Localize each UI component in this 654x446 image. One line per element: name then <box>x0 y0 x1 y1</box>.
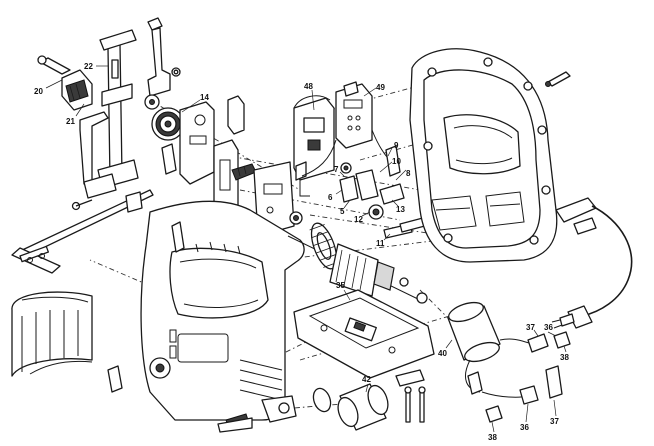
callout-48: 48 <box>304 82 313 91</box>
power-cord <box>551 205 633 329</box>
callout-40: 40 <box>438 349 447 358</box>
armature-rotor <box>287 222 428 304</box>
motor-capacitor <box>447 301 541 398</box>
housing-left-half <box>107 200 305 433</box>
callout-37-upper: 37 <box>526 323 535 332</box>
callout-11: 11 <box>376 239 385 248</box>
callout-36-lower: 36 <box>520 423 529 432</box>
callout-7: 7 <box>334 165 339 174</box>
callout-36-upper: 36 <box>544 323 553 332</box>
base-plate <box>293 289 435 379</box>
brush-holder-and-switch <box>293 81 397 197</box>
callout-21: 21 <box>66 117 75 126</box>
callout-labels: 20 21 22 14 48 49 9 10 7 8 6 5 12 13 11 … <box>34 62 569 442</box>
wire-terminals <box>485 331 571 423</box>
callout-13: 13 <box>396 205 405 214</box>
callout-20: 20 <box>34 87 43 96</box>
callout-38-upper: 38 <box>560 353 569 362</box>
callout-10: 10 <box>392 157 401 166</box>
callout-leaders <box>45 65 567 433</box>
callout-9: 9 <box>394 141 399 150</box>
callout-6: 6 <box>328 193 333 202</box>
plunger-mechanism <box>37 17 181 213</box>
blade-guide-assembly <box>11 189 154 274</box>
callout-42: 42 <box>362 375 371 384</box>
callout-8: 8 <box>406 169 411 178</box>
chip-guard <box>11 291 93 377</box>
callout-35: 35 <box>336 281 345 290</box>
counterweight-plate <box>161 95 245 185</box>
callout-12: 12 <box>354 215 363 224</box>
callout-38-lower: 38 <box>488 433 497 442</box>
housing-right-half <box>409 48 597 263</box>
cord-sleeve <box>312 369 426 431</box>
callout-5: 5 <box>340 207 345 216</box>
callout-49: 49 <box>376 83 385 92</box>
callout-37-lower: 37 <box>550 417 559 426</box>
callout-22: 22 <box>84 62 93 71</box>
callout-14: 14 <box>200 93 209 102</box>
